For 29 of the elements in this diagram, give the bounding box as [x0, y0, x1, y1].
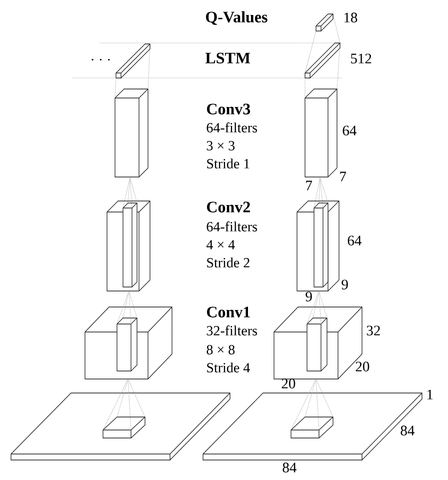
layer-parameter: 8 × 8 [206, 344, 235, 354]
layer-parameter: Stride 4 [207, 362, 250, 372]
layer-parameter: 64-filters [206, 122, 258, 132]
layer-parameter: 3 × 3 [206, 141, 235, 150]
layer-name: Conv3 [206, 104, 250, 114]
dimension-label: 32 [366, 326, 380, 336]
dimension-label: 18 [344, 12, 358, 22]
dimension-label: 20 [282, 378, 296, 388]
layer-name: LSTM [205, 52, 250, 64]
dimension-label: 1 [427, 390, 433, 400]
layer-parameter: 64-filters [206, 221, 258, 232]
ellipsis: · · · [92, 58, 110, 60]
dimension-label: 64 [342, 126, 356, 136]
dimension-label: 64 [348, 236, 362, 246]
dimension-label: 84 [400, 426, 414, 436]
dimension-label: 9 [306, 292, 312, 302]
dimension-label: 512 [351, 54, 372, 64]
dimension-label: 84 [282, 462, 296, 472]
layer-name: Conv1 [206, 306, 250, 318]
layer-name: Q-Values [206, 11, 268, 25]
layer-parameter: 4 × 4 [206, 240, 235, 250]
layer-name: Conv2 [206, 202, 250, 212]
dimension-label: 20 [356, 362, 370, 372]
dimension-label: 9 [342, 280, 348, 290]
dimension-label: 7 [340, 172, 346, 182]
layer-parameter: 32-filters [206, 325, 258, 336]
layer-parameter: Stride 1 [207, 158, 250, 168]
layer-parameter: Stride 2 [207, 258, 250, 268]
dimension-label: 7 [306, 180, 312, 190]
